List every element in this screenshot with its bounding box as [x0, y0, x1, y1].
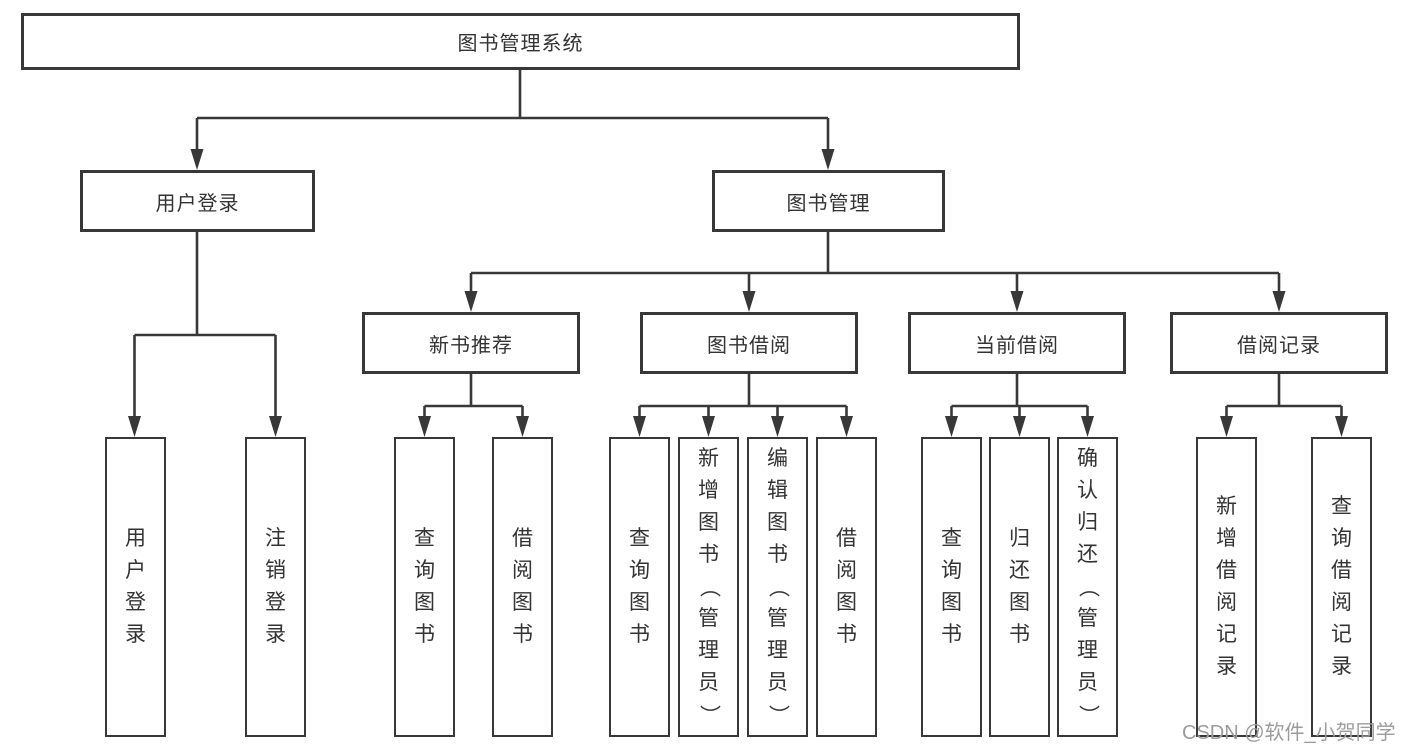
node-user-login: 用户登录 — [80, 170, 315, 232]
arrowhead — [1335, 416, 1348, 437]
node-root-system: 图书管理系统 — [21, 13, 1020, 70]
node-borrow-records: 借阅记录 — [1170, 312, 1388, 374]
arrowhead — [945, 416, 958, 437]
node-book-borrow-label: 图书借阅 — [707, 334, 791, 357]
arrowhead — [1013, 416, 1026, 437]
node-leaf-query-book-2: 查询图书 — [609, 437, 670, 737]
node-user-login-label: 用户登录 — [155, 192, 240, 215]
node-leaf-add-book-admin: 新增图书（管理员） — [678, 437, 739, 737]
node-current-borrow: 当前借阅 — [908, 312, 1126, 374]
node-leaf-logout: 注销登录 — [245, 437, 306, 737]
node-leaf-edit-book-admin: 编辑图书（管理员） — [747, 437, 808, 737]
arrowhead — [1010, 291, 1024, 312]
node-new-book-recommend: 新书推荐 — [362, 312, 580, 374]
arrowhead — [633, 416, 646, 437]
node-book-management-label: 图书管理 — [786, 192, 871, 215]
node-root-label: 图书管理系统 — [457, 33, 584, 55]
node-borrow-records-label: 借阅记录 — [1237, 334, 1321, 357]
arrowhead — [1081, 416, 1094, 437]
node-book-borrow: 图书借阅 — [640, 312, 858, 374]
arrowhead — [418, 416, 431, 437]
node-new-book-recommend-label: 新书推荐 — [429, 334, 513, 357]
node-leaf-borrow-book-1: 借阅图书 — [492, 437, 553, 737]
node-leaf-user-login: 用户登录 — [105, 437, 166, 737]
arrowhead — [771, 416, 784, 437]
csdn-watermark: CSDN @软件_小贺同学 — [1182, 722, 1396, 744]
arrowhead — [464, 291, 478, 312]
node-leaf-query-book-3: 查询图书 — [921, 437, 982, 737]
arrowhead — [840, 416, 853, 437]
arrowhead — [516, 416, 529, 437]
node-leaf-query-book-1: 查询图书 — [394, 437, 455, 737]
node-leaf-query-borrow-record: 查询借阅记录 — [1311, 437, 1372, 737]
arrowhead — [821, 149, 835, 170]
node-current-borrow-label: 当前借阅 — [975, 334, 1059, 357]
node-leaf-confirm-return-admin: 确认归还（管理员） — [1057, 437, 1118, 737]
arrowhead — [190, 149, 204, 170]
arrowhead — [269, 416, 282, 437]
node-leaf-return-book: 归还图书 — [989, 437, 1050, 737]
arrowhead — [742, 291, 756, 312]
node-leaf-add-borrow-record: 新增借阅记录 — [1196, 437, 1257, 737]
arrowhead — [1272, 291, 1286, 312]
node-book-management: 图书管理 — [712, 170, 945, 232]
node-leaf-borrow-book-2: 借阅图书 — [816, 437, 877, 737]
arrowhead — [128, 416, 141, 437]
arrowhead — [1220, 416, 1233, 437]
arrowhead — [702, 416, 715, 437]
